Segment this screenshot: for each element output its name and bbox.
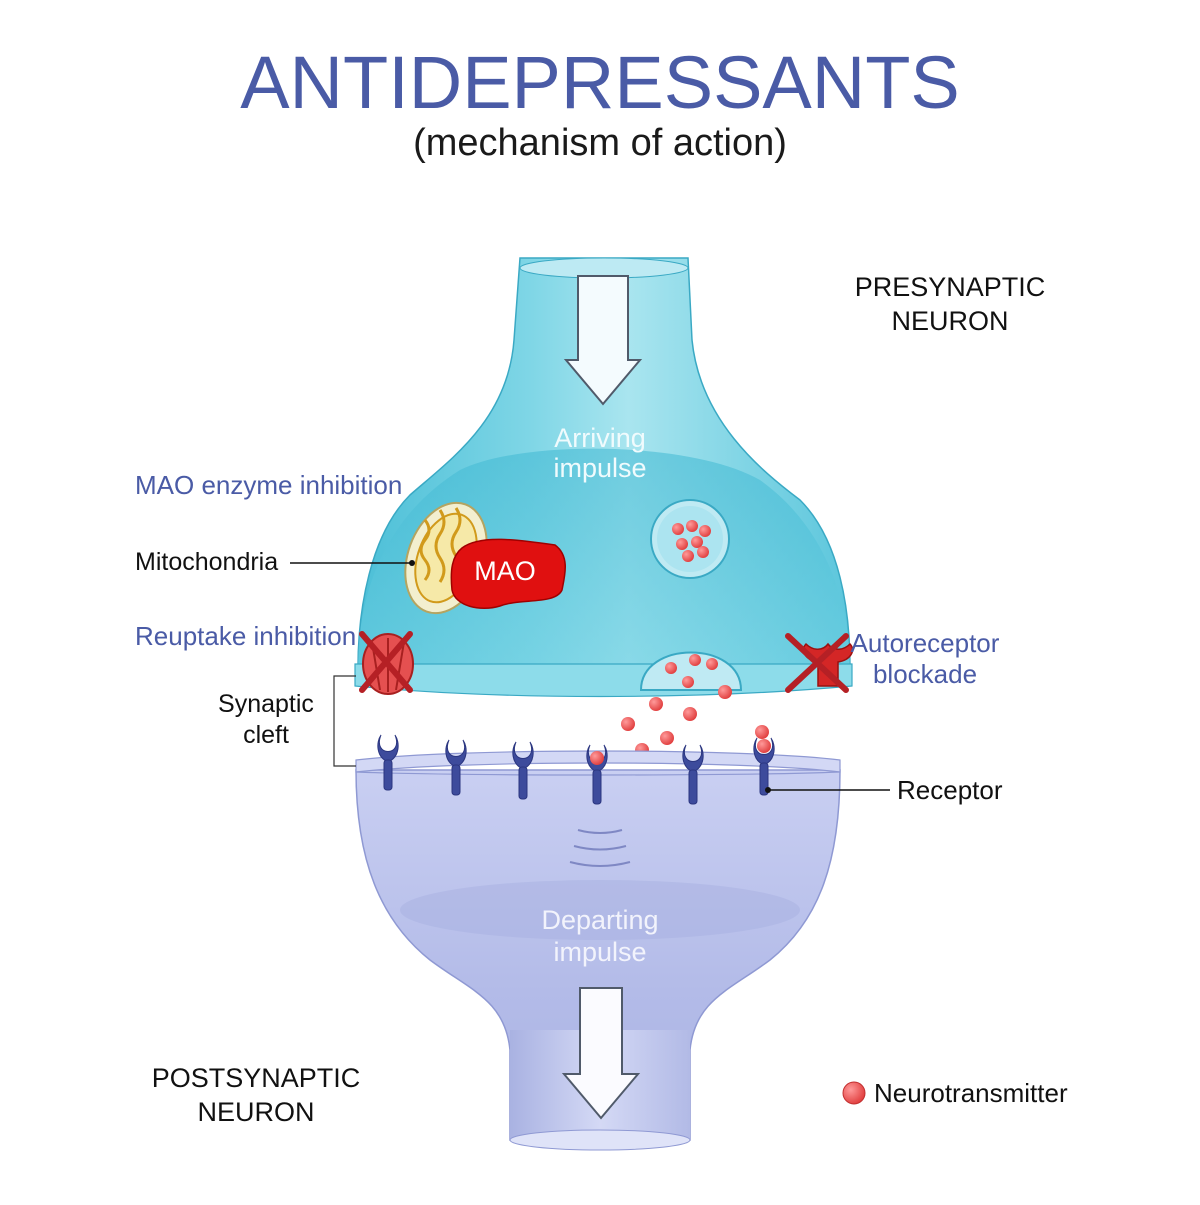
postsynaptic-label-1: POSTSYNAPTIC	[152, 1063, 361, 1093]
neurotransmitter-legend-label: Neurotransmitter	[874, 1078, 1068, 1108]
mitochondria-leader-dot	[409, 560, 415, 566]
receptor-leader-dot	[765, 787, 771, 793]
postsynaptic-neuron	[355, 750, 841, 1151]
receptor-2	[445, 739, 467, 796]
mao-label: MAO	[474, 556, 536, 586]
departing-impulse-label-1: Departing	[541, 905, 658, 935]
synaptic-cleft-bracket	[333, 675, 356, 767]
page-subtitle: (mechanism of action)	[413, 122, 787, 164]
arriving-impulse-label-1: Arriving	[554, 423, 646, 453]
arrow-down-icon	[561, 987, 641, 1120]
synaptic-cleft-label-1: Synaptic	[218, 690, 314, 718]
autoreceptor-label-2: blockade	[873, 659, 977, 689]
synaptic-cleft-label-2: cleft	[243, 721, 289, 749]
receptor-5	[682, 744, 704, 805]
mitochondria-label: Mitochondria	[135, 548, 278, 576]
mao-enzyme: MAO	[450, 538, 566, 610]
mao-inhibition-label: MAO enzyme inhibition	[135, 470, 402, 500]
receptor-label: Receptor	[897, 775, 1003, 805]
neurotransmitters-free	[621, 685, 769, 757]
arrow-down-icon	[563, 275, 643, 406]
presynaptic-label-2: NEURON	[891, 306, 1008, 336]
receptor-6	[753, 737, 775, 796]
arriving-impulse-label-2: impulse	[553, 453, 646, 483]
bound-neurotransmitter	[590, 751, 604, 765]
receptor-1	[377, 734, 399, 791]
receptor-4	[586, 744, 608, 805]
x-block-icon	[785, 633, 849, 693]
neurotransmitter-dot-icon	[842, 1081, 866, 1105]
releasing-vesicle	[639, 651, 743, 691]
x-block-icon	[359, 631, 413, 693]
postsynaptic-label-2: NEURON	[197, 1097, 314, 1127]
departing-impulse-label-2: impulse	[553, 937, 646, 967]
receptors	[377, 734, 775, 805]
autoreceptor-label-1: Autoreceptor	[851, 628, 1000, 658]
reuptake-inhibition-label: Reuptake inhibition	[135, 621, 356, 651]
synaptic-vesicle	[650, 499, 730, 579]
receptor-3	[512, 741, 534, 800]
page-title: ANTIDEPRESSANTS	[240, 41, 960, 124]
presynaptic-label-1: PRESYNAPTIC	[855, 272, 1046, 302]
bound-neurotransmitter	[757, 739, 771, 753]
